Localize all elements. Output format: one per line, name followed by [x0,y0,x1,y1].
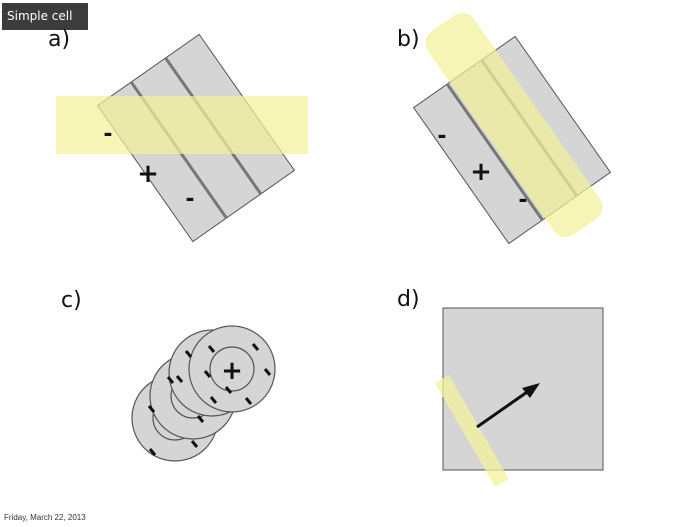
panel-c: + c) [61,288,276,462]
footer-date: Friday, March 22, 2013 [4,513,86,522]
stimulus-bar-d [435,375,509,487]
motion-arrow-shaft [476,388,531,429]
excitatory-sign-a: + [137,159,159,189]
panel-label-d: d) [397,287,420,312]
motion-arrow-icon [522,383,540,398]
panel-label-a: a) [48,27,70,52]
panel-a: - + - a) [48,27,308,243]
inhibitory-marks-c [147,343,272,456]
inhibitory-sign-b-left: - [437,124,446,149]
panel-d: d) [397,287,604,487]
inhibitory-sign-a-right: - [185,187,194,212]
inhibitory-sign-a-left: - [103,122,112,147]
stimulus-bar-a [56,96,308,154]
excitatory-sign-c: + [221,356,243,386]
inhibitory-sign-b-right: - [518,188,527,213]
stimulus-bar-b [425,12,603,238]
excitatory-sign-b: + [470,157,492,187]
panel-b: - + - b) [397,12,612,245]
panel-label-b: b) [397,27,420,52]
field-boundary-b-left [445,83,544,221]
panel-label-c: c) [61,288,82,313]
slide-title: Simple cell [2,3,88,30]
